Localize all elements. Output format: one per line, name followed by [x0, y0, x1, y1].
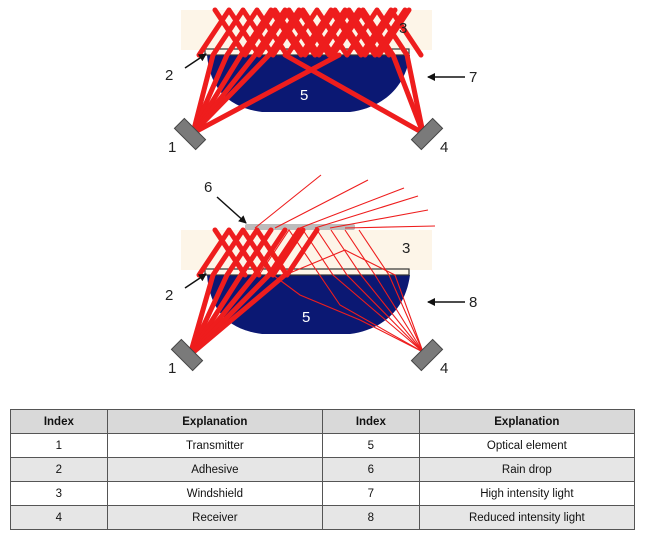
receiver-sensor: [410, 338, 444, 372]
table-row: 4 Receiver 8 Reduced intensity light: [10, 505, 636, 530]
table-row: 3 Windshield 7 High intensity light: [10, 481, 636, 506]
column-header-explanation: Explanation: [418, 409, 636, 434]
label-optical-element: 5: [302, 309, 310, 326]
transmitted-beams: [187, 227, 320, 358]
table-cell: 6: [321, 457, 420, 482]
label-high-intensity: 7: [469, 69, 477, 86]
label-adhesive: 2: [165, 67, 173, 84]
table-cell: Transmitter: [106, 433, 323, 458]
table-cell: 5: [321, 433, 420, 458]
table-cell: Receiver: [106, 505, 323, 530]
adhesive-pointer: [184, 53, 207, 69]
adhesive-layer: [204, 268, 410, 276]
label-windshield: 3: [402, 240, 410, 257]
label-optical-element: 5: [300, 87, 308, 104]
column-header-explanation: Explanation: [106, 409, 323, 434]
receiver-sensor: [410, 117, 444, 151]
table-cell: Optical element: [418, 433, 636, 458]
table-cell: High intensity light: [418, 481, 636, 506]
label-receiver: 4: [440, 360, 448, 377]
table-cell: Reduced intensity light: [418, 505, 636, 530]
top-diagram: 3 5 2 1 4 7: [165, 7, 477, 156]
label-reduced-intensity: 8: [469, 294, 477, 311]
label-adhesive: 2: [165, 287, 173, 304]
table-row: 1 Transmitter 5 Optical element: [10, 433, 636, 458]
table-cell: 4: [10, 505, 108, 530]
table-cell: 3: [10, 481, 108, 506]
rain-sensor-diagram: 3 5 2 1 4 7: [165, 7, 477, 377]
high-intensity-beams: [190, 7, 426, 136]
table-cell: 7: [321, 481, 420, 506]
table-cell: Rain drop: [418, 457, 636, 482]
column-header-index: Index: [10, 409, 108, 434]
label-windshield: 3: [399, 20, 407, 37]
rain-drop-pointer: [216, 196, 247, 224]
table-cell: 2: [10, 457, 108, 482]
legend-table: Index Explanation Index Explanation 1 Tr…: [10, 409, 636, 530]
table-cell: Adhesive: [106, 457, 323, 482]
label-receiver: 4: [440, 139, 448, 156]
bottom-diagram: 6 3 5 2 1 4 8: [165, 174, 477, 377]
label-transmitter: 1: [168, 360, 176, 377]
table-cell: 8: [321, 505, 420, 530]
column-header-index: Index: [321, 409, 420, 434]
transmitter-sensor: [173, 117, 207, 151]
table-cell: Windshield: [106, 481, 323, 506]
table-row: 2 Adhesive 6 Rain drop: [10, 457, 636, 482]
table-cell: 1: [10, 433, 108, 458]
label-rain-drop: 6: [204, 179, 212, 196]
scattered-light: [254, 174, 436, 229]
adhesive-pointer: [184, 273, 207, 289]
reduced-intensity-beams: [258, 229, 424, 353]
label-transmitter: 1: [168, 139, 176, 156]
table-header-row: Index Explanation Index Explanation: [10, 409, 636, 434]
transmitter-sensor: [170, 338, 204, 372]
